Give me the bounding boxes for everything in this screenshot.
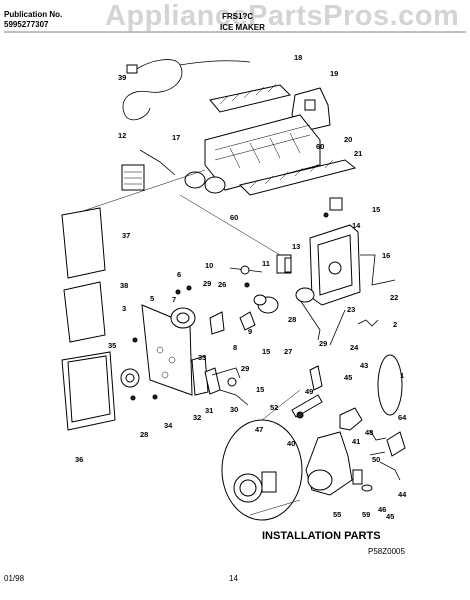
callout-22: 22	[390, 293, 398, 302]
mold-assembly-part	[184, 114, 321, 194]
callout-40: 40	[287, 439, 295, 448]
gear-part	[120, 368, 140, 388]
model-number: FRS1?C	[222, 12, 254, 21]
callout-60a: 60	[316, 142, 324, 151]
callout-20: 20	[344, 135, 352, 144]
heater-part	[239, 159, 357, 196]
callout-21: 21	[354, 149, 362, 158]
ejector-part	[209, 83, 291, 113]
diagram-code: P58Z0005	[368, 547, 405, 556]
callout-28b: 28	[140, 430, 148, 439]
front-cover-part	[61, 351, 116, 431]
callout-3: 3	[122, 304, 126, 313]
callout-24: 24	[350, 343, 359, 352]
callout-19: 19	[330, 69, 338, 78]
callout-43: 43	[360, 361, 368, 370]
callout-41: 41	[352, 437, 360, 446]
callout-64: 64	[398, 413, 407, 422]
callout-32: 32	[193, 413, 201, 422]
callout-15a: 15	[372, 205, 380, 214]
callout-46: 46	[378, 505, 386, 514]
callout-7: 7	[172, 295, 176, 304]
callout-15c: 15	[256, 385, 264, 394]
publication-label: Publication No.	[4, 10, 63, 19]
callout-13: 13	[292, 242, 300, 251]
callout-44: 44	[398, 490, 407, 499]
callout-59: 59	[362, 510, 370, 519]
callout-39: 39	[118, 73, 126, 82]
callout-29b: 29	[319, 339, 327, 348]
callout-27: 27	[284, 347, 292, 356]
feeler-arm-part	[211, 367, 249, 406]
callout-28a: 28	[288, 315, 296, 324]
callout-6: 6	[177, 270, 181, 279]
callout-9: 9	[248, 327, 252, 336]
motor-part	[170, 307, 196, 329]
publication-number: 5995277307	[4, 20, 49, 29]
footer-date: 01/98	[4, 574, 25, 583]
control-housing-part	[309, 224, 396, 306]
instruction-booklet-part	[61, 207, 106, 279]
callout-12: 12	[118, 131, 126, 140]
installation-parts-label: INSTALLATION PARTS	[262, 530, 381, 542]
callout-49: 49	[305, 387, 313, 396]
callout-17: 17	[172, 133, 180, 142]
callout-23: 23	[347, 305, 355, 314]
callout-29a: 29	[203, 279, 211, 288]
callout-52: 52	[270, 403, 278, 412]
installation-parts-group	[221, 354, 406, 521]
switch-assembly-part	[191, 355, 221, 396]
wiring-connector-part	[121, 149, 176, 191]
callout-60b: 60	[230, 213, 238, 222]
callout-55: 55	[333, 510, 341, 519]
callout-18: 18	[294, 53, 302, 62]
callout-14: 14	[352, 221, 361, 230]
callout-45b: 45	[386, 512, 394, 521]
callout-48: 48	[365, 428, 373, 437]
callout-10: 10	[205, 261, 213, 270]
callout-47: 47	[255, 425, 263, 434]
callout-1: 1	[400, 371, 404, 380]
callout-35: 35	[108, 341, 116, 350]
switch-part	[276, 254, 292, 274]
screw-parts	[130, 282, 250, 401]
callout-37: 37	[122, 231, 130, 240]
sheet-part	[63, 281, 106, 343]
footer-page-number: 14	[229, 574, 238, 583]
callout-2: 2	[393, 320, 397, 329]
cam-lever-parts	[209, 294, 279, 335]
callout-15b: 15	[262, 347, 270, 356]
callout-11: 11	[262, 259, 270, 268]
callout-38: 38	[120, 281, 128, 290]
bracket-part	[323, 197, 343, 218]
callout-34: 34	[164, 421, 173, 430]
callout-16: 16	[382, 251, 390, 260]
shaft-part	[229, 265, 263, 275]
callout-31: 31	[205, 406, 213, 415]
callout-labels: 39 18 19 12 17 20 60 21 60 15 14 37 13 1…	[75, 53, 407, 521]
callout-8: 8	[233, 343, 237, 352]
callout-30: 30	[230, 405, 238, 414]
arm-spring-parts	[295, 287, 379, 346]
callout-5: 5	[150, 294, 154, 303]
callout-33: 33	[198, 353, 206, 362]
callout-45a: 45	[344, 373, 352, 382]
callout-50: 50	[372, 455, 380, 464]
section-title: ICE MAKER	[220, 23, 265, 32]
callout-26a: 26	[218, 280, 226, 289]
callout-36: 36	[75, 455, 83, 464]
wire-harness-part	[122, 59, 251, 121]
callout-29c: 29	[241, 364, 249, 373]
watermark: AppliancePartsPros.com	[105, 0, 460, 32]
